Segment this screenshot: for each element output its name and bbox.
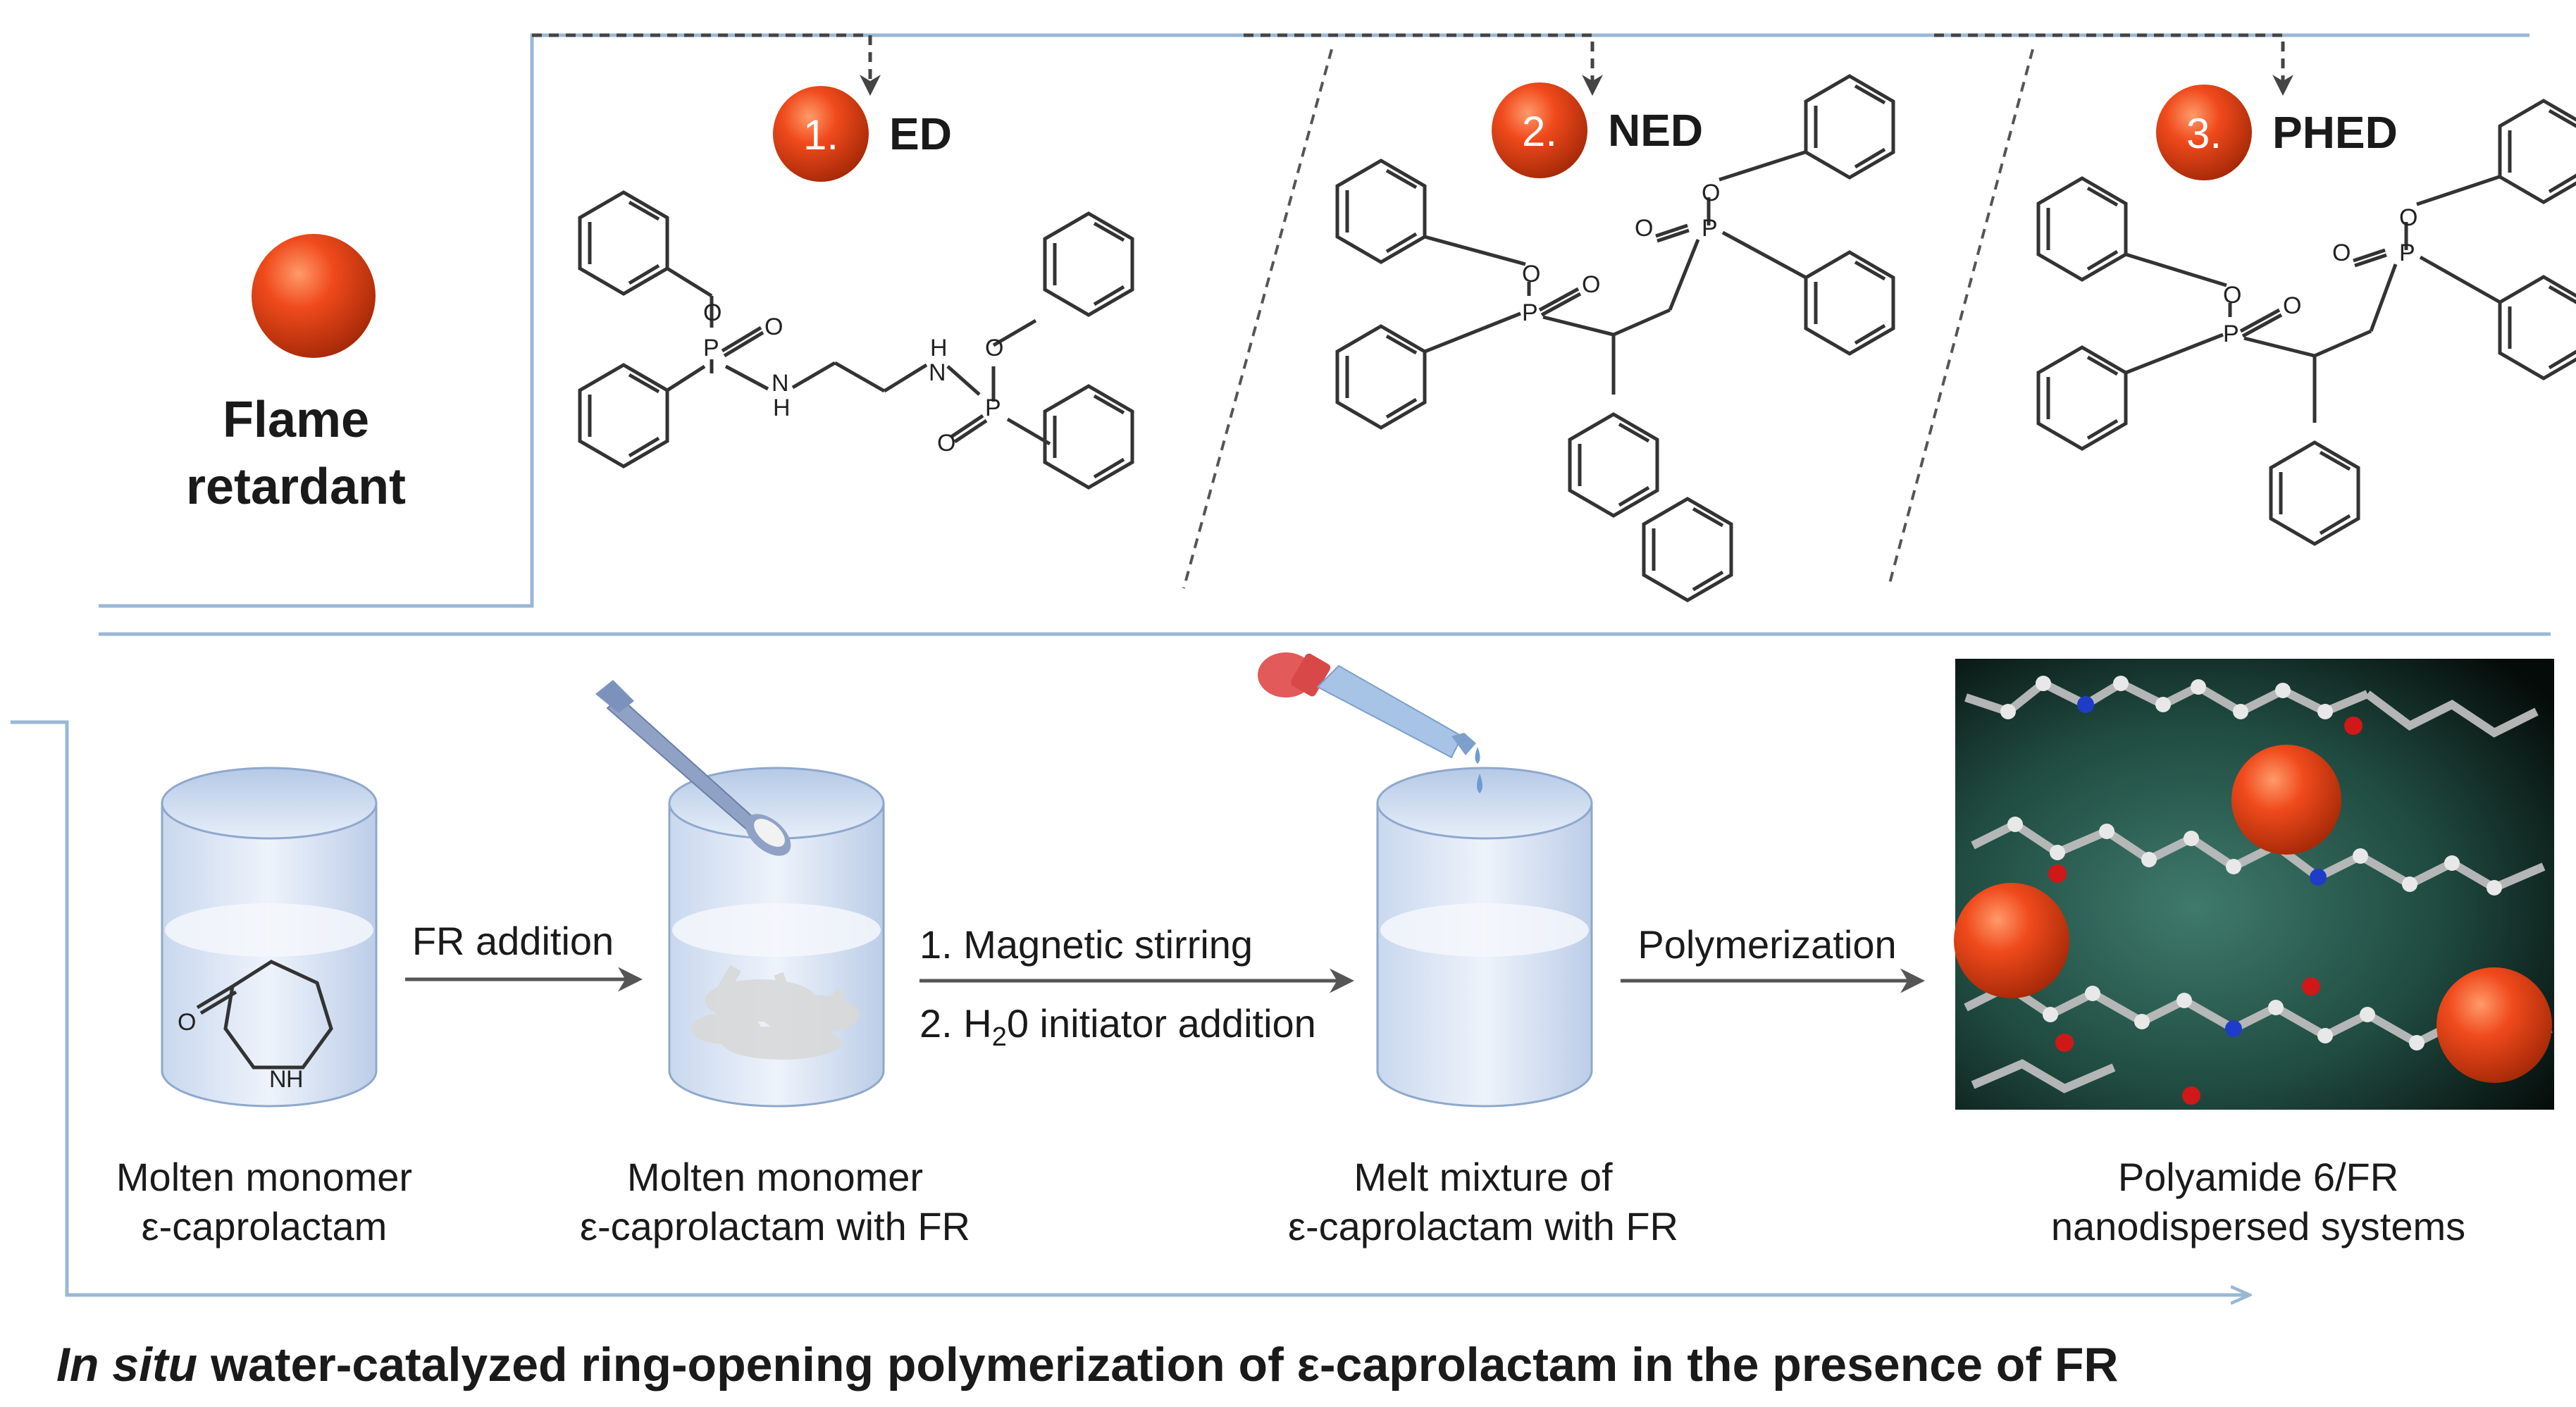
svg-text:O: O [985, 335, 1003, 361]
compound-1-name: ED [889, 109, 952, 159]
flame-retardant-label-line1: Flame [223, 392, 369, 448]
svg-text:P: P [2399, 240, 2415, 266]
structure-phed-labels: O P O O P O [2223, 204, 2417, 347]
compound-1-ball-icon [773, 86, 869, 182]
arrow-label-initiator-addition: 2. H20 initiator addition [919, 1001, 1316, 1052]
svg-text:N: N [269, 1066, 287, 1093]
feed-arrows [532, 33, 2293, 96]
svg-text:N: N [929, 359, 946, 386]
step-4-line2: nanodispersed systems [2051, 1204, 2465, 1248]
svg-text:H: H [773, 395, 791, 421]
compound-3-number: 3. [2186, 110, 2222, 157]
spatula-icon [595, 680, 791, 856]
svg-text:O: O [764, 314, 783, 340]
svg-text:O: O [2283, 292, 2301, 319]
caprolactam-structure [196, 960, 333, 1070]
arrow-label-fr-addition: FR addition [412, 919, 614, 963]
structure-ed [580, 192, 1132, 488]
compound-3-name: PHED [2272, 107, 2398, 158]
svg-text:H: H [286, 1066, 304, 1093]
step-3-line1: Melt mixture of [1354, 1155, 1613, 1199]
svg-text:O: O [2223, 282, 2241, 309]
svg-text:H: H [930, 335, 948, 361]
svg-text:O: O [1702, 180, 1720, 206]
step-1-line1: Molten monomer [116, 1155, 412, 1199]
compound-3-ball-icon [2156, 85, 2252, 180]
frame-lines [11, 33, 2551, 1295]
beaker-with-fr [595, 680, 885, 1108]
svg-text:N: N [772, 370, 789, 397]
figure-caption: In situ water-catalyzed ring-opening pol… [56, 1338, 2119, 1391]
flame-retardant-legend: Flame retardant [186, 234, 406, 515]
svg-text:O: O [1635, 215, 1653, 242]
svg-text:O: O [937, 430, 955, 457]
svg-text:P: P [703, 335, 719, 361]
flame-retardant-label-line2: retardant [186, 459, 406, 515]
polyamide-molecular-render [1954, 659, 2554, 1110]
structure-ned [1337, 76, 1893, 600]
step-2-line1: Molten monomer [627, 1155, 923, 1199]
svg-text:O: O [2399, 204, 2417, 231]
structure-phed [2038, 101, 2576, 544]
compound-3-header: 3. PHED [2156, 85, 2398, 180]
arrow-label-polymerization: Polymerization [1637, 922, 1896, 967]
flame-retardant-ball-icon [252, 234, 376, 358]
process-arrows [405, 967, 1925, 993]
compound-2-number: 2. [1522, 108, 1557, 155]
svg-text:P: P [1702, 215, 1718, 242]
fr-powder [691, 965, 860, 1060]
compound-2-header: 2. NED [1492, 82, 1703, 178]
structure-ed-labels: O P O N H H N P O O [703, 299, 1003, 457]
step-1-line2: ε-caprolactam [142, 1204, 388, 1248]
structure-ned-labels: O P O O P O [1522, 180, 1720, 326]
compound-1-number: 1. [803, 111, 838, 159]
svg-text:O: O [2332, 240, 2351, 266]
step-2-line2: ε-caprolactam with FR [580, 1204, 970, 1248]
step-4-line1: Polyamide 6/FR [2118, 1155, 2398, 1199]
fr-nanoparticle-icons [1954, 745, 2552, 1083]
beaker-melt-mixture [1258, 652, 1593, 1108]
svg-text:P: P [1522, 299, 1538, 326]
compound-1-header: 1. ED [773, 86, 952, 182]
svg-text:O: O [1522, 261, 1540, 287]
svg-text:P: P [985, 395, 1001, 421]
arrow-label-magnetic-stirring: 1. Magnetic stirring [919, 922, 1253, 967]
svg-text:O: O [178, 1009, 196, 1036]
dropper-icon [1258, 652, 1482, 793]
compound-2-name: NED [1608, 105, 1703, 156]
svg-text:O: O [703, 299, 722, 326]
svg-text:P: P [2223, 321, 2239, 347]
compound-2-ball-icon [1492, 82, 1587, 178]
step-labels: Molten monomer ε-caprolactam Molten mono… [116, 1155, 2465, 1248]
beaker-molten-monomer: O N H [161, 767, 378, 1108]
svg-text:O: O [1582, 271, 1600, 298]
step-3-line2: ε-caprolactam with FR [1288, 1204, 1678, 1248]
compound-dividers [1182, 49, 2034, 589]
